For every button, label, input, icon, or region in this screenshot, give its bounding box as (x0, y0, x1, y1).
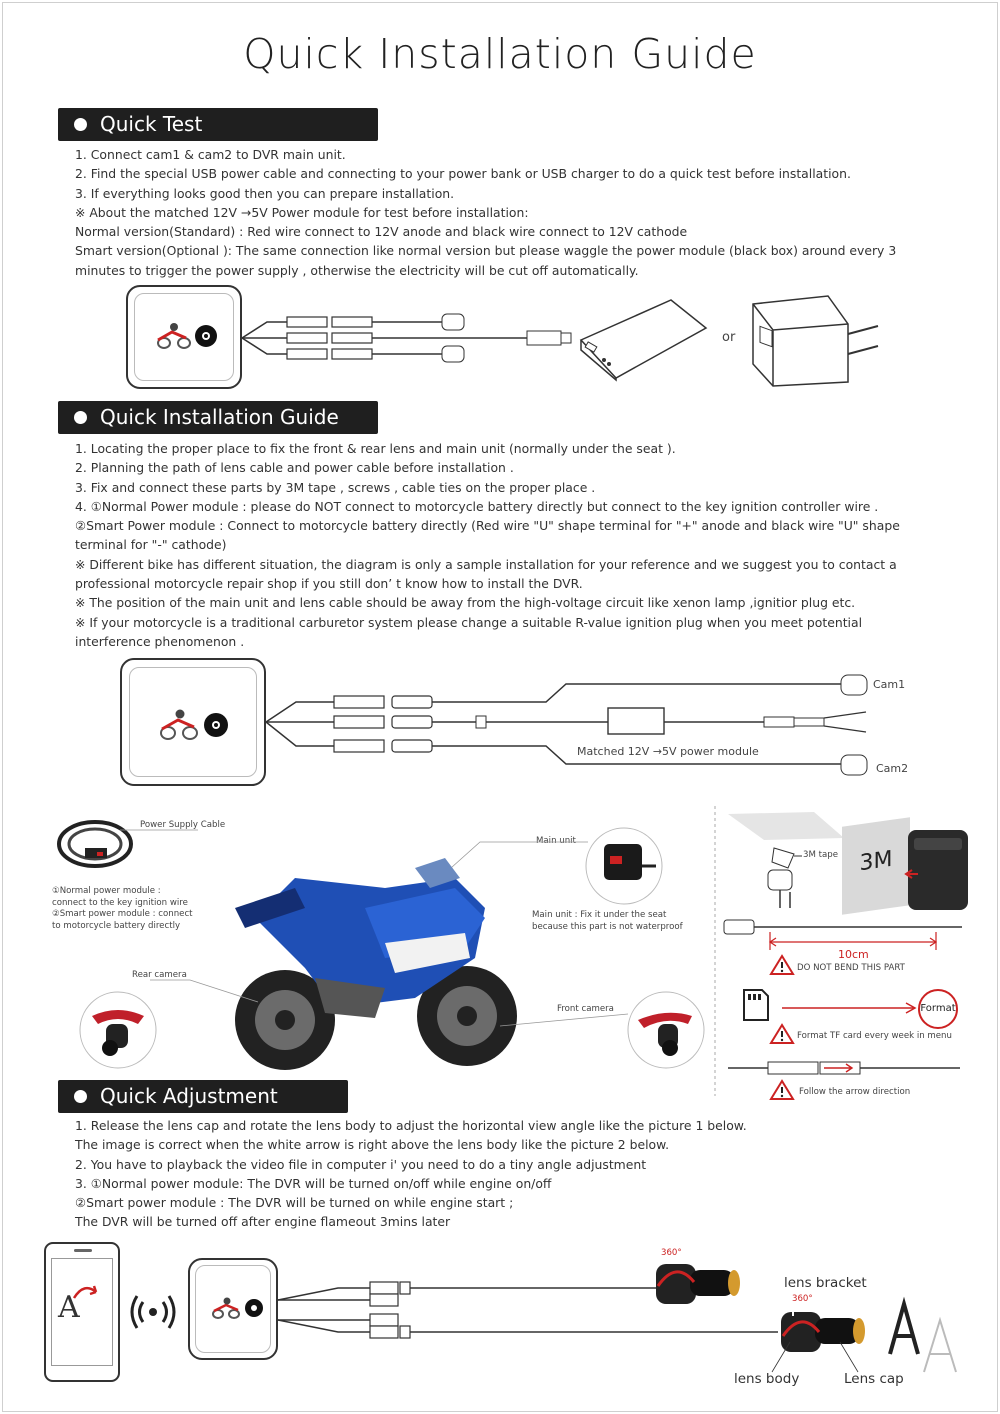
lens-cable-diagram (723, 919, 962, 950)
cam2-label: Cam2 (876, 762, 909, 775)
arrow-note: Follow the arrow direction (799, 1087, 911, 1097)
bullet-icon (74, 118, 87, 131)
front-camera-label: Front camera (557, 1004, 614, 1014)
motorcycle-image (235, 858, 517, 1070)
bullet-icon (74, 1090, 87, 1103)
text-line: 2. You have to playback the video file i… (75, 1156, 647, 1172)
main-unit-note: Main unit : Fix it under the seat becaus… (532, 910, 683, 932)
dvr-logo-icon (157, 323, 217, 349)
lens-cap-label: Lens cap (844, 1371, 904, 1387)
warning-icon (769, 1079, 795, 1100)
text-line: ※ About the matched 12V →5V Power module… (75, 204, 529, 220)
phone-screen-glyph: A (58, 1290, 80, 1325)
text-line: 2. Find the special USB power cable and … (75, 166, 851, 182)
cam1-label: Cam1 (873, 678, 906, 691)
quick-adjustment-heading: Quick Adjustment (58, 1080, 348, 1113)
power-module-notes: ①Normal power module : connect to the ke… (52, 886, 193, 931)
dvr-main-unit (120, 658, 266, 786)
power-module-label: Matched 12V →5V power module (577, 745, 759, 758)
text-line: Smart version(Optional ): The same conne… (75, 243, 897, 259)
text-line: ※ If your motorcycle is a traditional ca… (75, 614, 863, 630)
sd-card-icon (743, 989, 769, 1021)
main-unit-label: Main unit (536, 836, 576, 846)
seat-mount-illustration (728, 812, 844, 908)
wiring-diagram (265, 674, 868, 776)
text-line: ②Smart Power module : Connect to motorcy… (75, 518, 900, 534)
rear-camera-image (79, 991, 157, 1069)
bullet-icon (74, 411, 87, 424)
callout-line (150, 979, 259, 1003)
lens-bracket-label: lens bracket (784, 1275, 867, 1291)
text-line: The DVR will be turned off after engine … (75, 1214, 451, 1230)
lens-assembly-image-1 (656, 1264, 740, 1304)
test-cable-diagram (241, 313, 572, 363)
lens-assembly-image-2 (781, 1304, 865, 1352)
callout-line (771, 1341, 859, 1373)
text-line: 3. If everything looks good then you can… (75, 185, 455, 201)
format-note: Format TF card every week in menu (797, 1031, 952, 1041)
text-line: interference phenomenon . (75, 633, 245, 649)
callout-line (499, 1013, 629, 1027)
no-bend-warning: DO NOT BEND THIS PART (797, 963, 905, 973)
power-supply-cable-image (57, 820, 133, 868)
or-label: or (722, 330, 736, 345)
text-line: minutes to trigger the power supply , ot… (75, 262, 639, 278)
callout-line (120, 829, 198, 831)
text-line: terminal for "-" cathode) (75, 537, 227, 553)
text-line: ※ The position of the main unit and lens… (75, 595, 856, 611)
text-line: 4. ①Normal Power module : please do NOT … (75, 498, 879, 514)
font-size-glyph-icon (888, 1296, 957, 1373)
rear-camera-label: Rear camera (132, 970, 187, 980)
install-guide-heading: Quick Installation Guide (58, 401, 378, 434)
adjustment-cable-diagram (277, 1281, 778, 1339)
length-label: 10cm (838, 948, 869, 961)
text-line: 1. Locating the proper place to fix the … (75, 441, 676, 456)
tape-badge: 3M (842, 817, 910, 915)
text-line: Normal version(Standard) : Red wire conn… (75, 224, 688, 240)
quick-test-heading: Quick Test (58, 108, 378, 141)
dvr-main-unit (126, 285, 242, 389)
rotation-label-2: 360° (792, 1294, 813, 1304)
warning-icon (769, 1023, 795, 1044)
connector-direction-diagram (728, 1061, 960, 1075)
panel-divider (714, 806, 716, 1096)
front-camera-image (627, 991, 705, 1069)
dvr-logo-icon (212, 1297, 263, 1319)
power-bank-icon (579, 299, 708, 382)
text-line: 1. Connect cam1 & cam2 to DVR main unit. (75, 147, 346, 162)
rotation-label-1: 360° (661, 1248, 682, 1258)
quick-adjustment-text: 1. Release the lens cap and rotate the l… (75, 1116, 747, 1232)
callout-line (441, 841, 588, 877)
text-line: 3. Fix and connect these parts by 3M tap… (75, 479, 596, 495)
power-supply-cable-label: Power Supply Cable (140, 820, 226, 830)
text-line: ※ Different bike has different situation… (75, 556, 897, 572)
usb-charger-icon (752, 295, 879, 387)
text-line: The image is correct when the white arro… (75, 1137, 670, 1153)
main-unit-image (585, 827, 663, 905)
text-line: ②Smart power module : The DVR will be tu… (75, 1195, 514, 1211)
page-title: Quick Installation Guide (243, 30, 757, 78)
tape-label: 3M tape (803, 850, 838, 860)
format-button[interactable]: Format (918, 989, 958, 1029)
warning-icon (769, 954, 795, 975)
phone-image (44, 1242, 120, 1382)
quick-test-text: 1. Connect cam1 & cam2 to DVR main unit.… (75, 145, 896, 280)
text-line: 3. ①Normal power module: The DVR will be… (75, 1175, 552, 1191)
format-arrow (782, 1002, 917, 1014)
text-line: professional motorcycle repair shop if y… (75, 576, 583, 592)
wifi-signal-icon (130, 1295, 176, 1329)
text-line: 2. Planning the path of lens cable and p… (75, 460, 514, 476)
install-guide-text: 1. Locating the proper place to fix the … (75, 439, 900, 651)
text-line: 1. Release the lens cap and rotate the l… (75, 1118, 747, 1133)
rotate-arrow-icon (72, 1285, 98, 1299)
lens-body-label: lens body (734, 1371, 800, 1387)
dvr-mounted-image (904, 830, 968, 910)
dvr-logo-icon (160, 709, 228, 740)
